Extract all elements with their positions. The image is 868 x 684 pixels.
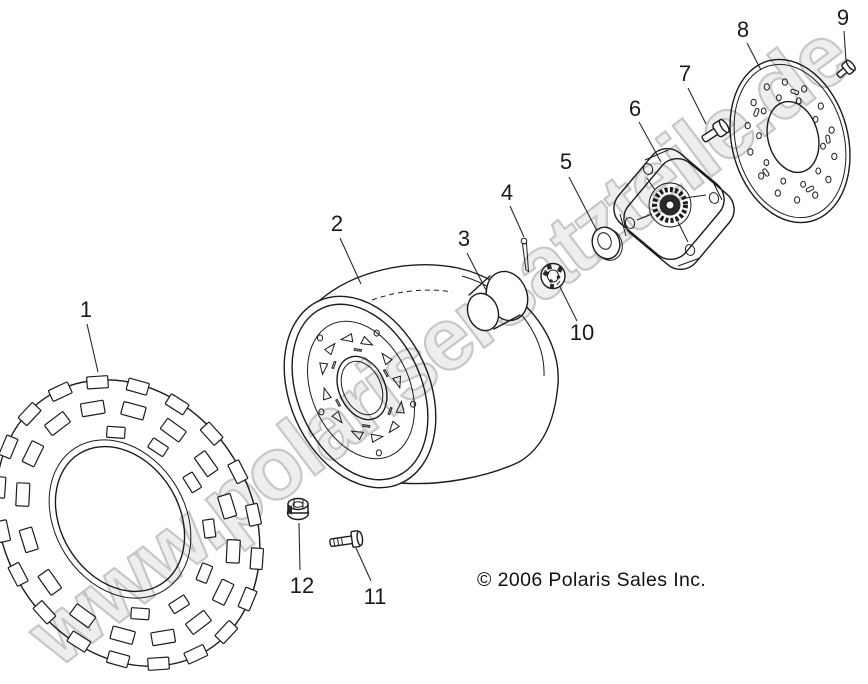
leader-line-8	[747, 43, 761, 70]
copyright-text: © 2006 Polaris Sales Inc.	[477, 569, 707, 591]
leader-line-9	[844, 31, 846, 61]
tire-tread-blocks	[0, 376, 264, 671]
leader-lines	[87, 31, 846, 581]
callout-label-8: 8	[736, 17, 750, 42]
part-drawing-cotter-pin	[521, 238, 528, 271]
part-drawing-disc-bolt	[834, 59, 857, 81]
leader-line-12	[299, 523, 300, 570]
leader-line-11	[356, 548, 371, 581]
part-drawing-dust-cap	[462, 266, 534, 335]
callout-label-5: 5	[559, 149, 573, 174]
part-drawing-tire	[0, 330, 313, 684]
leader-line-10	[560, 287, 577, 321]
part-drawing-brake-disc	[712, 46, 867, 236]
leader-line-7	[688, 88, 706, 124]
brake-disc-holes	[745, 79, 837, 203]
part-drawing-wheel-rim	[255, 265, 558, 512]
callout-label-4: 4	[500, 180, 514, 205]
part-drawing-hub	[606, 140, 743, 277]
leader-line-6	[639, 122, 661, 162]
part-drawing-hub-bolt	[699, 118, 731, 146]
part-drawing-castle-nut	[541, 264, 565, 289]
leader-line-5	[569, 177, 597, 231]
callout-label-9: 9	[836, 5, 850, 30]
leader-line-4	[510, 206, 524, 237]
callout-label-2: 2	[330, 211, 344, 236]
callout-label-1: 1	[79, 297, 93, 322]
leader-line-3	[467, 253, 486, 290]
callout-label-7: 7	[678, 61, 692, 86]
leader-line-1	[87, 324, 98, 372]
callout-label-6: 6	[628, 96, 642, 121]
callout-label-12: 12	[289, 573, 315, 598]
part-drawing-flange-bolt	[329, 530, 364, 550]
part-drawing-washer	[588, 223, 627, 264]
wheel-face-cutouts	[317, 330, 415, 456]
leader-line-2	[340, 238, 361, 284]
part-drawing-flange-nut	[288, 499, 309, 520]
callout-label-3: 3	[457, 226, 471, 251]
callout-label-11: 11	[363, 584, 387, 609]
callout-label-10: 10	[569, 320, 595, 345]
